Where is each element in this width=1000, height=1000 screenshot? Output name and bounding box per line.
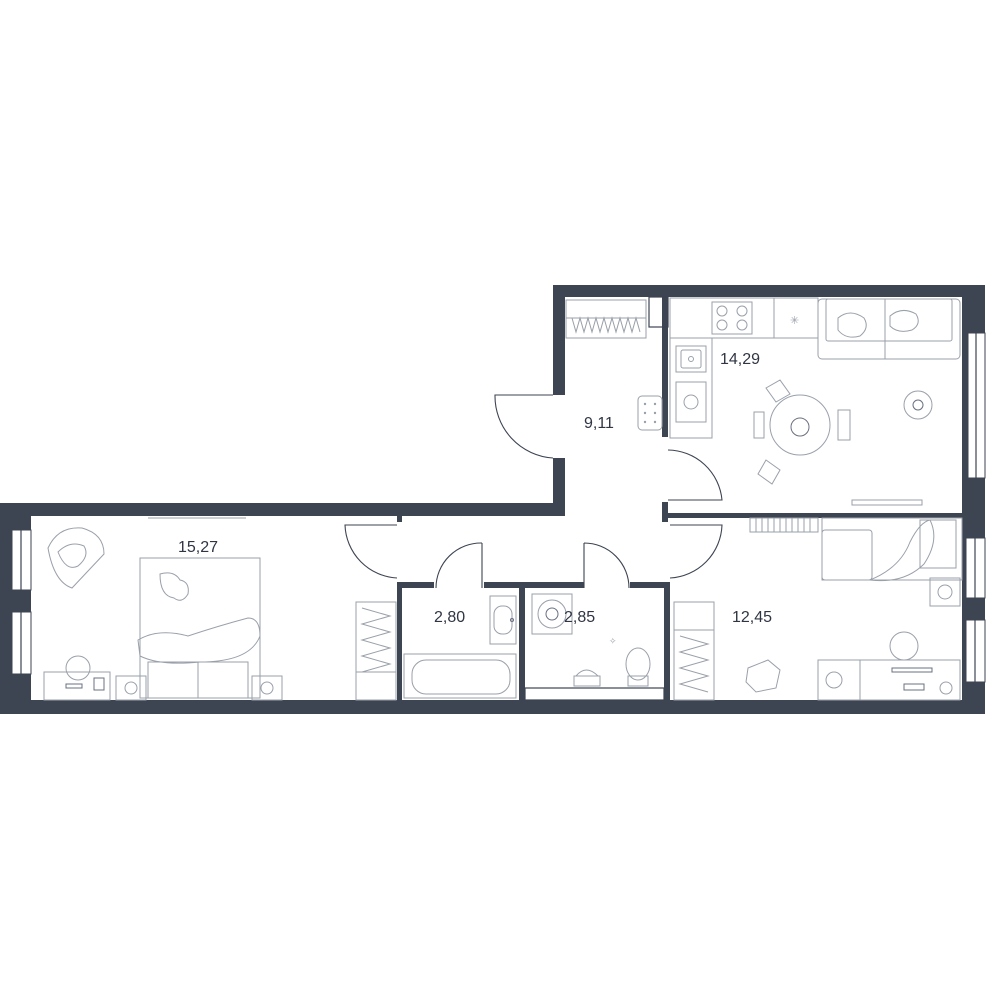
- room-labels: 9,11 14,29 15,27 2,80 2,85 12,45: [178, 351, 772, 626]
- doors: [344, 394, 723, 589]
- hall-furniture: [565, 299, 663, 431]
- bathroom-fixtures: [403, 595, 517, 699]
- interior-walls: [397, 296, 962, 701]
- toilet-fixtures: ✧: [531, 593, 651, 687]
- area-label-toilet: 2,85: [564, 609, 595, 626]
- area-label-hall: 9,11: [584, 415, 614, 432]
- svg-text:✳: ✳: [790, 314, 799, 327]
- outer-walls: [0, 285, 985, 714]
- area-label-bathroom: 2,80: [434, 609, 465, 626]
- area-label-bedroom-left: 15,27: [178, 539, 218, 556]
- windows: [0, 332, 986, 683]
- left-bedroom-furniture: [43, 517, 397, 701]
- area-label-bedroom-right: 12,45: [732, 609, 772, 626]
- svg-text:✧: ✧: [609, 637, 617, 647]
- area-label-kitchen-living: 14,29: [720, 351, 760, 368]
- right-bedroom-furniture: [673, 517, 963, 701]
- kitchen-furniture: ✳: [669, 297, 961, 506]
